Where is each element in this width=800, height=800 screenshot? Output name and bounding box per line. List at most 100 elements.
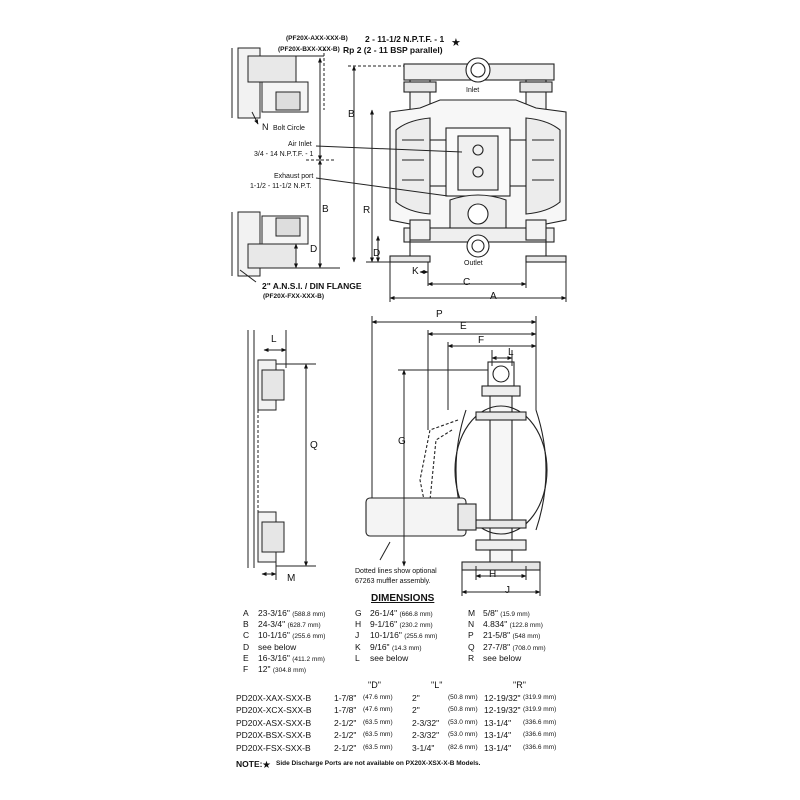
- exhaust-thread: 1-1/2 - 11-1/2 N.P.T.: [250, 183, 312, 190]
- dim-letter-b: B: [322, 204, 329, 215]
- outlet-label: Outlet: [464, 260, 483, 267]
- dimension-metric: (588.8 mm): [292, 611, 326, 618]
- dim-r-metric: (336.6 mm): [523, 743, 557, 751]
- flange-side-view-top: [231, 47, 325, 119]
- dim-letter-r: R: [363, 205, 371, 216]
- bolt-circle-label: Bolt Circle: [273, 125, 305, 132]
- header-r: "R": [513, 680, 526, 690]
- dim-letter-p: P: [436, 309, 443, 320]
- dimension-value: 9-1/16": [370, 619, 400, 630]
- dim-letter-f: F: [478, 335, 485, 346]
- dim-d-metric: (47.6 mm): [363, 694, 393, 701]
- dim-l-value: 2": [412, 705, 420, 716]
- dimension-key: E: [243, 652, 249, 663]
- dim-letter-d: D: [310, 244, 318, 255]
- header-l: "L": [431, 680, 443, 690]
- dim-letter-a: A: [490, 291, 497, 302]
- dim-r-value: 13-1/4": [484, 730, 512, 741]
- dim-r-metric: (319.9 mm): [523, 706, 557, 714]
- dim-d-metric: (63.5 mm): [363, 731, 393, 739]
- dimension-metric: (708.0 mm): [512, 644, 546, 652]
- dimensions-title: DIMENSIONS: [371, 593, 435, 604]
- npt-thread-label: 2 - 11-1/2 N.P.T.F. - 1: [365, 34, 445, 44]
- dimension-value: 10-1/16": [370, 630, 405, 641]
- dim-letter-d: D: [373, 248, 381, 259]
- dimension-value: 23-3/16": [258, 608, 293, 618]
- dim-letter-m: M: [287, 573, 296, 584]
- dim-r-value: 12-19/32": [484, 693, 521, 703]
- dimension-value: 5/8": [483, 608, 501, 618]
- dim-l-metric: (82.6 mm): [448, 743, 478, 751]
- header-d: "D": [368, 680, 381, 690]
- muffler-note-line2: 67263 muffler assembly.: [355, 578, 431, 585]
- dimension-key: J: [355, 630, 360, 641]
- dimension-metric: (255.6 mm): [404, 633, 438, 641]
- dimension-metric: (14.3 mm): [391, 644, 422, 652]
- bsp-thread-label: Rp 2 (2 - 11 BSP parallel): [343, 45, 443, 55]
- exhaust-label: Exhaust port: [274, 173, 314, 180]
- star-icon: ★: [262, 760, 271, 771]
- dimension-metric: (628.7 mm): [287, 622, 321, 630]
- note-text: Side Discharge Ports are not available o…: [276, 760, 481, 767]
- dim-l-metric: (50.8 mm): [448, 706, 478, 714]
- air-inlet-label: Air Inlet: [288, 141, 312, 148]
- dimension-key: L: [355, 652, 360, 663]
- dimension-value: 9/16": [370, 641, 392, 652]
- model-row: PD20X-BSX-SXX-B 2-1/2" (63.5 mm) 2-3/32" (53…: [236, 731, 576, 742]
- dim-l-value: 2": [412, 693, 420, 703]
- flange-label: 2" A.N.S.I. / DIN FLANGE: [262, 281, 362, 291]
- dim-letter-j: J: [505, 585, 510, 596]
- flange-model-code: (PF20X-FXX-XXX-B): [263, 293, 325, 300]
- dimension-value: 12": [258, 664, 273, 674]
- dimension-value: 16-3/16": [258, 652, 293, 663]
- flange-side-view-bottom: [231, 211, 309, 277]
- model-number: PD20X-FSX-SXX-B: [236, 742, 311, 753]
- dim-d-value: 2-1/2": [334, 717, 357, 728]
- dim-l-metric: (53.0 mm): [448, 718, 478, 726]
- model-number: PD20X-XAX-SXX-B: [236, 693, 312, 703]
- dim-l-metric: (53.0 mm): [448, 731, 478, 739]
- dimension-metric: (255.6 mm): [292, 633, 326, 641]
- inlet-label: Inlet: [466, 87, 480, 94]
- dimension-metric: (666.8 mm): [399, 611, 433, 618]
- bsp-model-code: (PF20X-BXX-XXX-B): [278, 46, 340, 53]
- dimension-key: Q: [468, 641, 475, 652]
- dim-r-metric: (319.9 mm): [523, 694, 557, 701]
- model-number: PD20X-BSX-SXX-B: [236, 730, 312, 741]
- note-label: NOTE:: [236, 759, 263, 769]
- dim-l-value: 2-3/32": [412, 717, 440, 728]
- star-icon: ★: [451, 36, 461, 49]
- pump-side-view: [365, 361, 548, 571]
- dimension-metric: (230.2 mm): [399, 622, 433, 630]
- dim-l-value: 2-3/32": [412, 730, 440, 741]
- dimension-metric: (122.8 mm): [509, 622, 543, 630]
- dim-letter-b: B: [348, 109, 355, 120]
- dimension-key: G: [355, 608, 362, 618]
- npt-model-code: (PF20X-AXX-XXX-B): [286, 35, 348, 42]
- dimension-value: 10-1/16": [258, 630, 293, 641]
- dim-r-value: 13-1/4": [484, 742, 512, 753]
- dim-d-value: 2-1/2": [334, 730, 357, 741]
- side-flange-view: [247, 330, 285, 568]
- dimension-value: see below: [258, 641, 297, 652]
- dim-letter-g: G: [398, 436, 406, 447]
- dim-r-metric: (336.6 mm): [523, 731, 557, 739]
- dim-letter-l: L: [508, 347, 514, 358]
- dim-r-value: 13-1/4": [484, 717, 512, 728]
- dimension-metric: (548 mm): [512, 633, 541, 641]
- dimension-value: 4.834": [483, 619, 510, 630]
- model-number: PD20X-ASX-SXX-B: [236, 717, 312, 728]
- dim-d-metric: (63.5 mm): [363, 743, 393, 751]
